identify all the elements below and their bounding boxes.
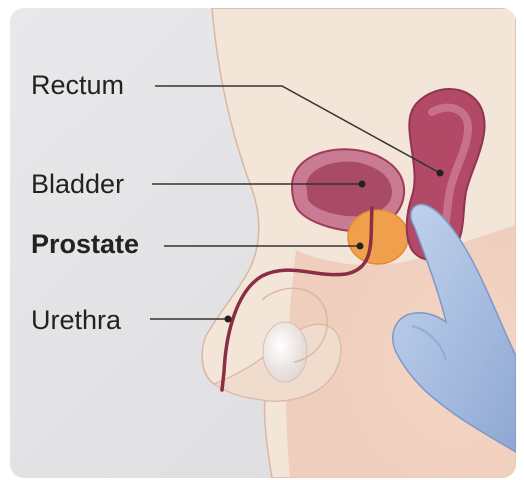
- bladder-leader-dot: [359, 181, 366, 188]
- prostate-leader-dot: [357, 243, 364, 250]
- label-prostate: Prostate: [31, 229, 139, 259]
- label-rectum: Rectum: [31, 70, 124, 100]
- label-bladder: Bladder: [31, 169, 124, 199]
- rectum-leader-dot: [437, 170, 444, 177]
- prostate-gland: [348, 210, 408, 264]
- label-urethra: Urethra: [31, 305, 121, 335]
- urethra-leader-dot: [225, 316, 232, 323]
- testis-shape: [263, 322, 307, 382]
